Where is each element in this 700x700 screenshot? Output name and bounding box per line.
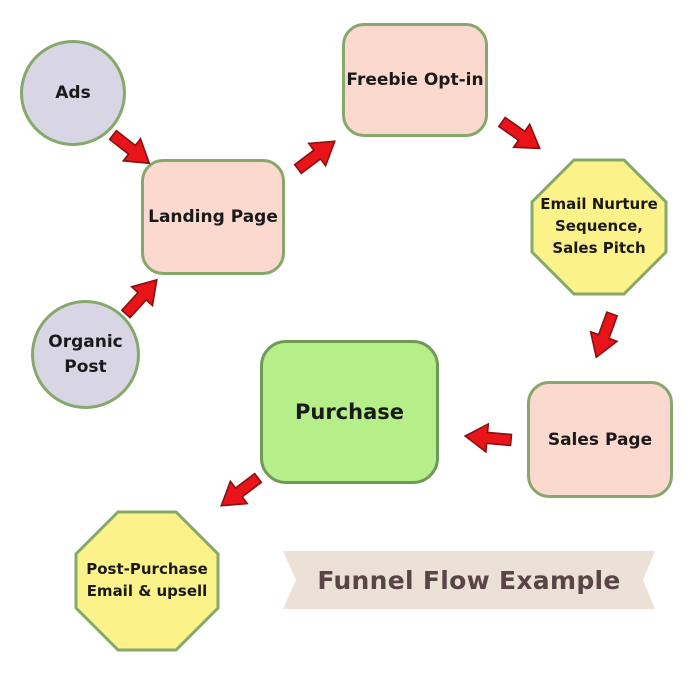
sales-page-label: Sales Page <box>547 429 653 450</box>
organic-post-label: Organic Post <box>48 331 123 377</box>
purchase-node: Purchase <box>260 340 439 484</box>
ads-node: Ads <box>20 40 126 146</box>
landing-page-label: Landing Page <box>148 207 278 227</box>
arrow-organic-to-landing <box>114 269 168 325</box>
freebie-optin-node: Freebie Opt-in <box>342 23 488 137</box>
email-nurture-node: Email Nurture Sequence, Sales Pitch <box>536 175 662 279</box>
arrow-email-to-sales <box>582 308 626 363</box>
freebie-optin-label: Freebie Opt-in <box>346 70 484 90</box>
ads-label: Ads <box>55 82 91 103</box>
arrow-sales-to-purchase <box>463 421 514 455</box>
arrow-ads-to-landing <box>103 123 159 176</box>
email-nurture-octagon <box>530 158 668 296</box>
post-purchase-label: Post-Purchase Email & upsell <box>86 560 208 600</box>
arrow-freebie-to-email <box>493 109 549 161</box>
email-nurture-label: Email Nurture Sequence, Sales Pitch <box>540 195 658 257</box>
purchase-label: Purchase <box>294 400 404 424</box>
banner-title: Funnel Flow Example <box>317 565 621 595</box>
landing-page-node: Landing Page <box>141 159 285 275</box>
sales-page-node: Sales Page <box>527 381 673 498</box>
arrow-landing-to-freebie <box>288 129 344 181</box>
arrow-purchase-to-postpurchase <box>212 466 268 518</box>
post-purchase-node: Post-Purchase Email & upsell <box>78 530 216 632</box>
post-purchase-octagon <box>74 510 220 652</box>
banner-background <box>283 551 655 609</box>
organic-post-node: Organic Post <box>31 300 140 409</box>
